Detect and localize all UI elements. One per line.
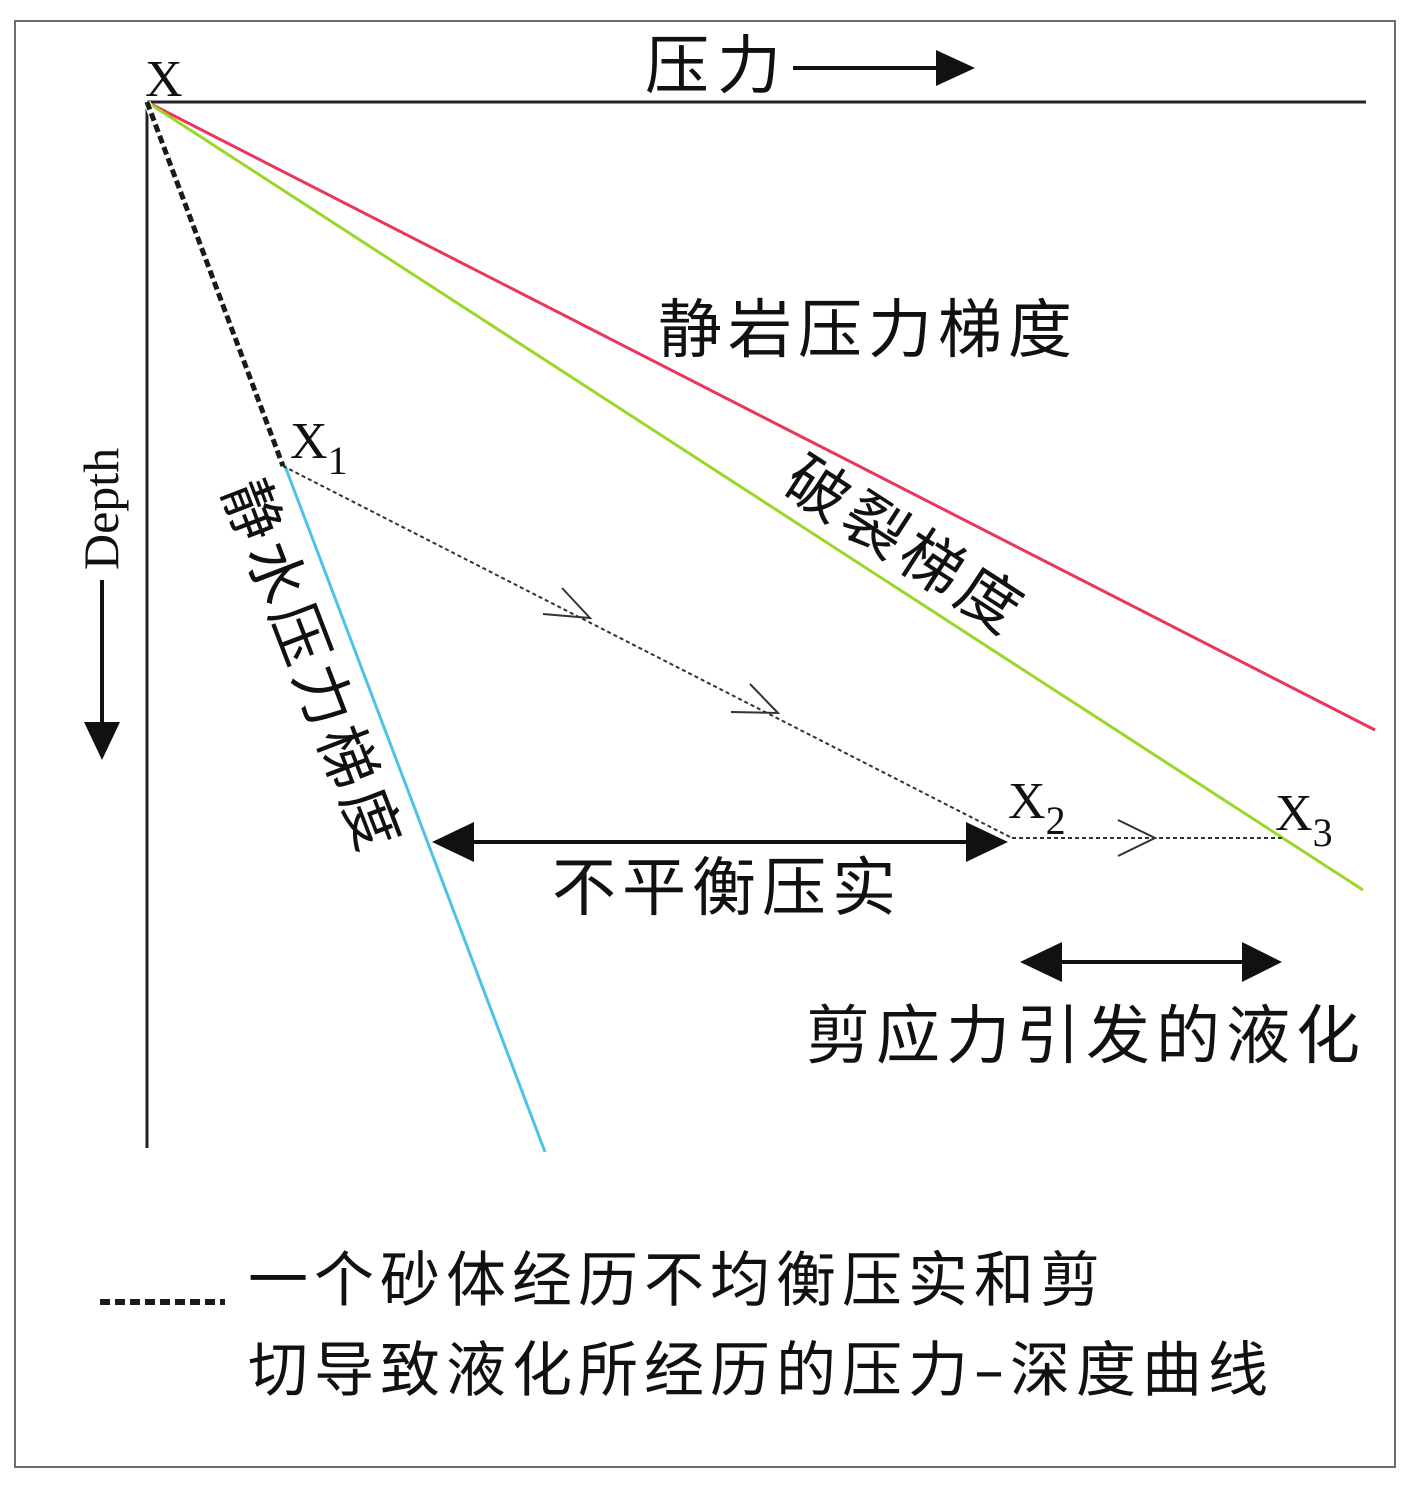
lithostatic-gradient-line: [146, 100, 1376, 732]
legend-text-line-2: 切导致液化所经历的压力–深度曲线: [248, 1336, 1274, 1406]
shear-range-arrow: [1020, 942, 1282, 982]
pressure-direction-arrow: [793, 50, 975, 86]
lithostatic-gradient-label: 静岩压力梯度: [658, 294, 1078, 368]
shear-range-label: 剪应力引发的液化: [806, 1000, 1366, 1074]
sand-body-path: [143, 100, 1285, 839]
depth-direction-arrow: [84, 580, 120, 760]
fracture-gradient-label: 破裂梯度: [772, 441, 1040, 650]
pressure-axis-label: 压力: [645, 30, 789, 104]
disequilibrium-range-arrow: [432, 822, 1008, 862]
point-x1-label: X1: [290, 413, 348, 483]
point-x2-label: X2: [1008, 773, 1066, 843]
disequilibrium-range-label: 不平衡压实: [552, 852, 902, 926]
point-x3-label: X3: [1275, 785, 1333, 855]
legend-text-line-1: 一个砂体经历不均衡压实和剪: [248, 1246, 1106, 1316]
path-direction-chevrons: [542, 587, 1158, 857]
fracture-gradient-line: [146, 100, 1364, 892]
figure-frame: [14, 20, 1396, 1468]
hydrostatic-gradient-label: 静水压力梯度: [208, 470, 415, 865]
origin-label: X: [145, 51, 183, 108]
depth-axis-label: Depth: [73, 448, 129, 570]
